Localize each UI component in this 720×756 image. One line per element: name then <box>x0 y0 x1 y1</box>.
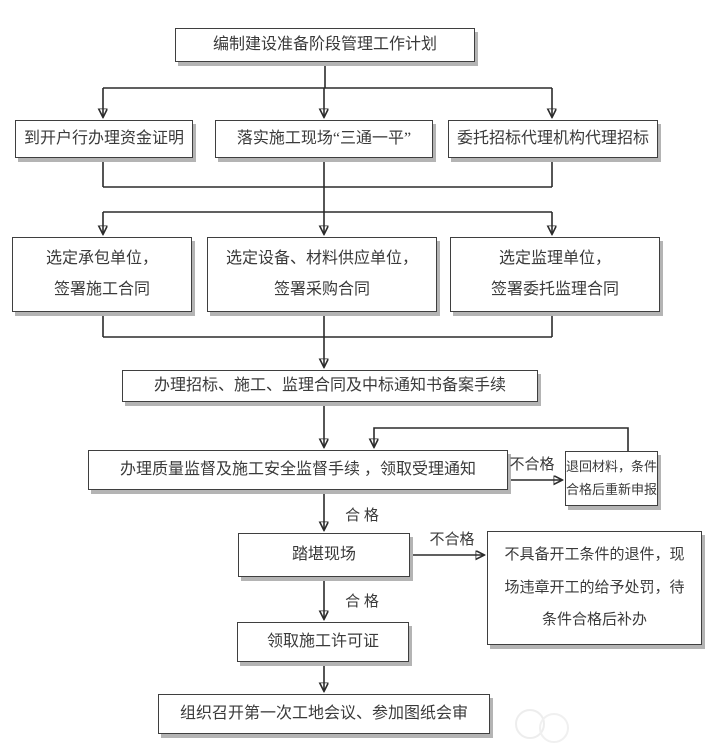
edge-label-pass-2: 合 格 <box>345 594 379 610</box>
node-bidding-agency-label: 委托招标代理机构代理招标 <box>456 130 649 147</box>
node-select-supervisor: 选定监理单位， 签署委托监理合同 <box>450 237 660 312</box>
node-contract-filing: 办理招标、施工、监理合同及中标通知书备案手续 <box>122 370 538 402</box>
node-select-supplier-line2: 签署采购合同 <box>273 281 370 298</box>
node-construction-permit: 领取施工许可证 <box>237 622 409 662</box>
node-construction-permit-label: 领取施工许可证 <box>266 633 379 650</box>
node-reject-handling-line2: 场违章开工的给予处罚，待 <box>504 579 685 596</box>
node-select-contractor-line2: 签署施工合同 <box>53 281 150 298</box>
node-fund-certificate: 到开户行办理资金证明 <box>15 120 193 158</box>
node-select-supervisor-line2: 签署委托监理合同 <box>490 281 619 298</box>
node-quality-supervision-label: 办理质量监督及施工安全监督手续 ，领取受理通知 <box>119 461 476 478</box>
node-site-visit: 踏堪现场 <box>238 533 410 577</box>
node-return-materials-line2: 合格后重新申报 <box>566 481 658 497</box>
edge-label-pass-1: 合 格 <box>345 508 379 524</box>
node-fund-certificate-label: 到开户行办理资金证明 <box>23 130 184 147</box>
edge-feedback-return <box>374 427 629 451</box>
node-first-meeting-label: 组织召开第一次工地会议、参加图纸会审 <box>179 705 468 722</box>
node-first-meeting: 组织召开第一次工地会议、参加图纸会审 <box>158 694 490 734</box>
node-prepare-plan: 编制建设准备阶段管理工作计划 <box>175 28 475 62</box>
node-bidding-agency: 委托招标代理机构代理招标 <box>448 120 658 158</box>
node-quality-supervision: 办理质量监督及施工安全监督手续 ，领取受理通知 <box>88 450 508 490</box>
node-prepare-plan-label: 编制建设准备阶段管理工作计划 <box>212 36 437 53</box>
node-reject-handling-line3: 条件合格后补办 <box>541 612 647 629</box>
node-reject-handling: 不具备开工条件的退件，现 场违章开工的给予处罚，待 条件合格后补办 <box>487 531 702 645</box>
node-select-supervisor-line1: 选定监理单位， <box>498 250 611 267</box>
node-select-contractor-line1: 选定承包单位， <box>45 250 158 267</box>
node-return-materials: 退回材料，条件 合格后重新申报 <box>565 451 658 506</box>
node-site-preparation-label: 落实施工现场“三通一平” <box>236 130 412 147</box>
node-site-preparation: 落实施工现场“三通一平” <box>215 120 433 158</box>
node-site-visit-label: 踏堪现场 <box>291 546 356 563</box>
edge-label-fail-2: 不合格 <box>429 532 475 548</box>
node-return-materials-line1: 退回材料，条件 <box>566 458 658 474</box>
edge-label-fail-1: 不合格 <box>509 457 555 473</box>
node-contract-filing-label: 办理招标、施工、监理合同及中标通知书备案手续 <box>153 377 506 394</box>
node-reject-handling-line1: 不具备开工条件的退件，现 <box>504 546 685 563</box>
node-select-supplier: 选定设备、材料供应单位， 签署采购合同 <box>207 237 437 312</box>
node-select-supplier-line1: 选定设备、材料供应单位， <box>225 250 418 267</box>
node-select-contractor: 选定承包单位， 签署施工合同 <box>12 237 192 312</box>
